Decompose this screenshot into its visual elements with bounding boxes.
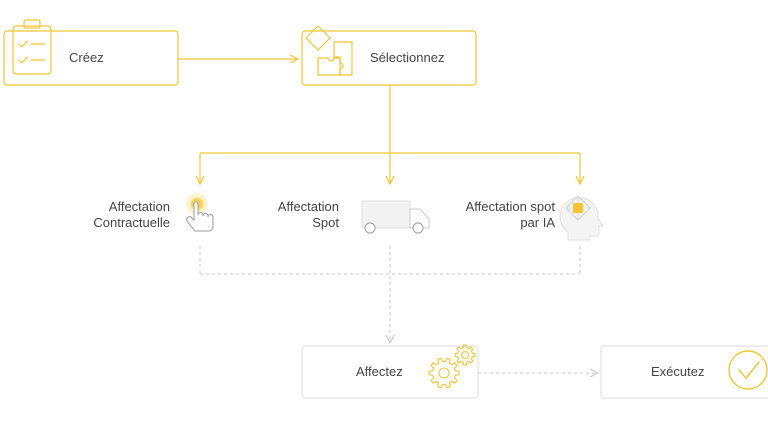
step-execute-label: Exécutez [651, 364, 704, 379]
branch-connectors [200, 85, 580, 184]
gear-outline [454, 344, 476, 366]
step-execute-box [600, 345, 768, 399]
option-ai-spot: Affectation spot par IA [466, 195, 604, 241]
option-ai-label-line1: Affectation spot [466, 199, 556, 214]
step-assign: Affectez [301, 344, 479, 399]
step-select: Sélectionnez [301, 25, 477, 86]
clipboard-checklist-icon [12, 19, 52, 75]
step-execute: Exécutez [600, 345, 768, 399]
option-spot-label-line1: Affectation [278, 199, 339, 214]
step-select-box [301, 30, 477, 86]
gear-outline [428, 357, 460, 389]
ai-head-icon [559, 195, 604, 241]
step-assign-box [301, 345, 479, 399]
option-spot: Affectation Spot [278, 199, 430, 234]
option-contractual-label-line1: Affectation [109, 199, 170, 214]
step-create: Créez [3, 19, 179, 86]
step-create-box [3, 30, 179, 86]
option-spot-label-line2: Spot [312, 215, 339, 230]
finger-press-button-icon [186, 193, 214, 232]
step-create-label: Créez [69, 50, 104, 65]
merge-connectors [199, 246, 581, 343]
checkmark-circle-icon [728, 350, 768, 390]
option-contractual: Affectation Contractuelle [93, 193, 214, 232]
puzzle-pieces-icon [305, 25, 353, 76]
delivery-truck-icon [350, 200, 430, 234]
option-contractual-label-line2: Contractuelle [93, 215, 170, 230]
step-select-label: Sélectionnez [370, 50, 444, 65]
gears-icon [428, 344, 476, 389]
option-ai-label-line2: par IA [520, 215, 555, 230]
step-assign-label: Affectez [356, 364, 403, 379]
